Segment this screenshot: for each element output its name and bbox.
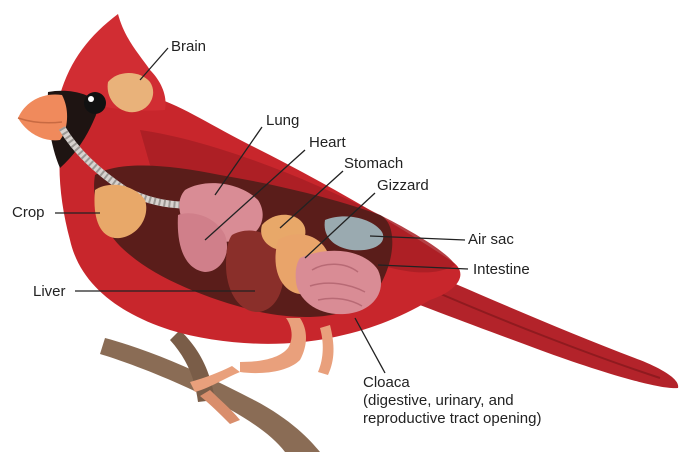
label-brain: Brain (171, 38, 206, 55)
label-intestine: Intestine (473, 261, 530, 278)
cloaca-desc-line-2: reproductive tract opening) (363, 410, 541, 428)
label-liver: Liver (33, 283, 66, 300)
cloaca-title: Cloaca (363, 374, 541, 392)
label-crop: Crop (12, 204, 45, 221)
label-lung: Lung (266, 112, 299, 129)
eye (84, 92, 106, 114)
label-air-sac: Air sac (468, 231, 514, 248)
label-heart: Heart (309, 134, 346, 151)
beak (18, 94, 67, 140)
label-gizzard: Gizzard (377, 177, 429, 194)
label-cloaca: Cloaca (digestive, urinary, and reproduc… (363, 374, 541, 428)
label-stomach: Stomach (344, 155, 403, 172)
cloaca-desc-line-1: (digestive, urinary, and (363, 392, 541, 410)
